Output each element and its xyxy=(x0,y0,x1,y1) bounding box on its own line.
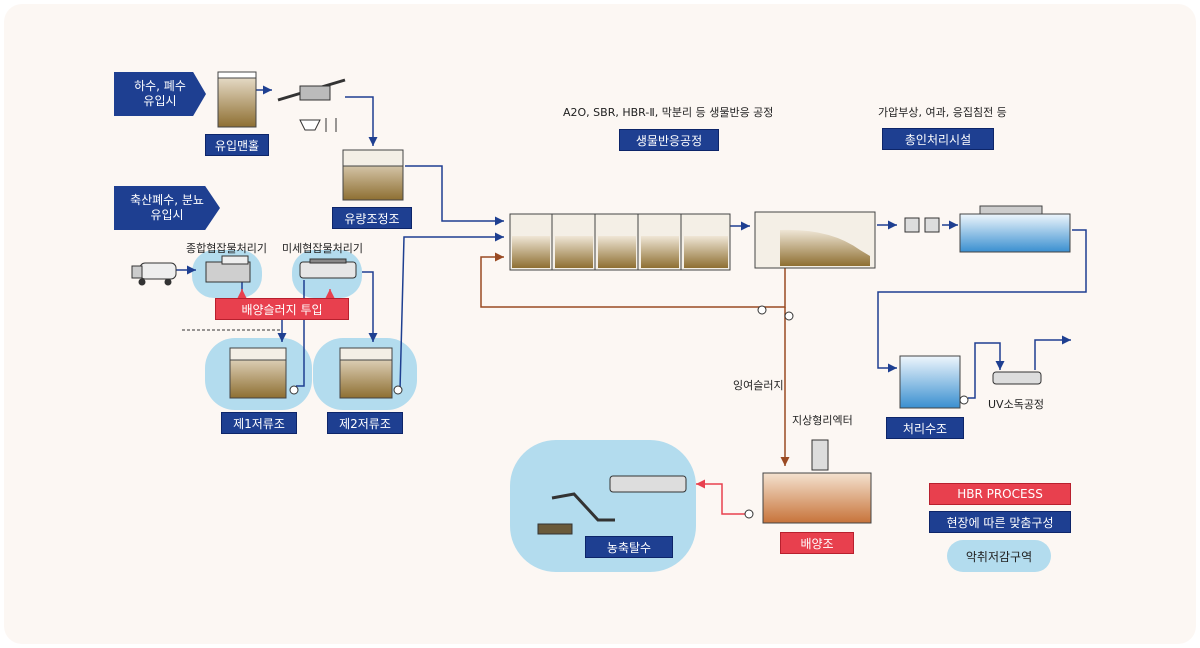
label-excess-sludge: 잉여슬러지 xyxy=(733,379,784,392)
flow-fine-screen-down xyxy=(362,271,378,342)
flow-storage2-to-bio xyxy=(399,232,504,391)
equalization-tank-drawing xyxy=(342,149,404,201)
pump-icons xyxy=(289,305,969,519)
screen-machine xyxy=(277,78,346,132)
fine-screen-drawing xyxy=(299,258,357,279)
label-uv: UV소독공정 xyxy=(988,398,1045,411)
flow-filter-to-treated xyxy=(877,229,1087,373)
unit-total-phosphorus: 총인처리시설 xyxy=(882,128,994,150)
tp-unit-drawing xyxy=(904,217,940,233)
legend-odor-zone: 악취저감구역 xyxy=(947,540,1051,572)
unit-equalization-tank: 유량조정조 xyxy=(332,207,412,229)
label-tp-processes: 가압부상, 여과, 응집침전 등 xyxy=(878,106,1007,119)
unit-storage-tank-1: 제1저류조 xyxy=(221,412,297,434)
label-complex-screen: 종합협잡물처리기 xyxy=(186,242,267,255)
uv-drawing xyxy=(992,371,1042,385)
complex-screen-drawing xyxy=(205,255,251,283)
label-bio-processes: A2O, SBR, HBR-Ⅱ, 막분리 등 생물반응 공정 xyxy=(563,106,774,119)
inflow-manhole-tank xyxy=(217,71,257,128)
clarifier-drawing xyxy=(754,211,876,269)
unit-inflow-manhole: 유입맨홀 xyxy=(205,134,269,156)
label-reactor: 지상형리엑터 xyxy=(792,414,853,427)
flow-equalization-to-bio xyxy=(405,165,504,226)
flow-storage1-to-fine-screen xyxy=(296,280,305,387)
dewatering-drawing xyxy=(537,475,687,535)
unit-bio-reaction: 생물반응공정 xyxy=(619,129,719,151)
unit-culture-tank: 배양조 xyxy=(780,532,854,554)
legend-custom-config: 현장에 따른 맞춤구성 xyxy=(929,511,1071,533)
unit-thickening-dewatering: 농축탈수 xyxy=(585,536,673,558)
unit-treated-water-tank: 처리수조 xyxy=(886,417,964,439)
input-sewage: 하수, 폐수 유입시 xyxy=(114,72,206,116)
flow-culture-to-dewatering xyxy=(696,479,747,515)
filter-tank-drawing xyxy=(959,205,1071,253)
unit-sludge-injection: 배양슬러지 투입 xyxy=(215,298,349,320)
truck-drawing xyxy=(131,262,177,286)
legend-hbr-process: HBR PROCESS xyxy=(929,483,1071,505)
storage-tank-2-drawing xyxy=(339,347,393,399)
treated-tank-drawing xyxy=(899,355,961,409)
flow-treated-to-uv xyxy=(968,342,1005,399)
culture-tank-drawing xyxy=(762,439,872,524)
input-livestock: 축산폐수, 분뇨 유입시 xyxy=(114,186,220,230)
bio-reactor-drawing xyxy=(509,213,731,271)
label-fine-screen: 미세협잡물처리기 xyxy=(282,242,363,255)
unit-storage-tank-2: 제2저류조 xyxy=(327,412,403,434)
flow-uv-out xyxy=(1034,335,1071,370)
storage-tank-1-drawing xyxy=(229,347,287,399)
flow-screen-to-equalization xyxy=(345,96,378,146)
flow-return-sludge xyxy=(480,252,786,308)
